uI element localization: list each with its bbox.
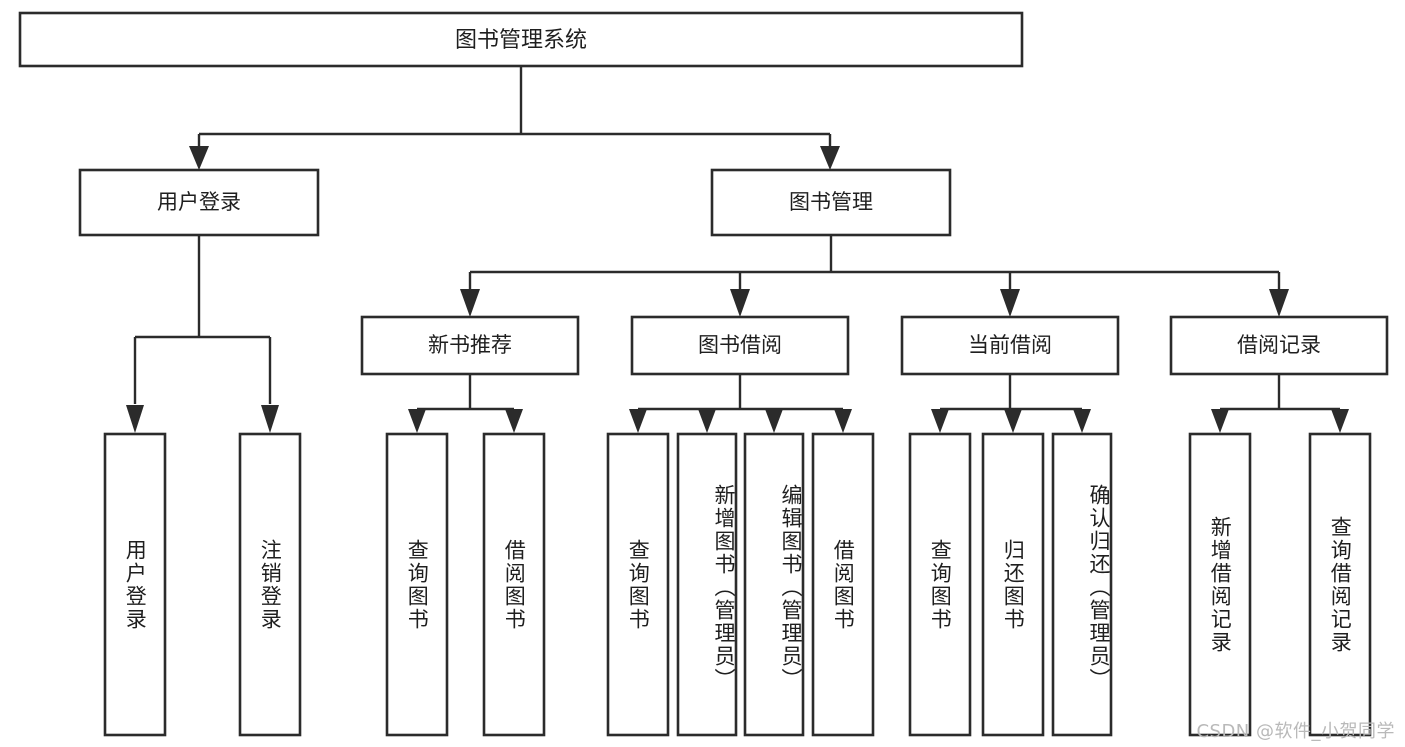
arrowhead-leaf-query-book-3 <box>931 409 949 433</box>
node-borrow-record[interactable]: 借阅记录 <box>1169 315 1389 376</box>
node-new-book-recommend[interactable]: 新书推荐 <box>360 315 580 376</box>
arrowhead-leaf-user-login <box>126 405 144 433</box>
leaf-box-edit-book[interactable] <box>743 432 805 737</box>
node-book-management-box[interactable] <box>710 168 952 237</box>
arrowhead-leaf-borrow-book-2 <box>834 409 852 433</box>
leaf-box-confirm-return[interactable] <box>1051 432 1113 737</box>
arrowhead-current-borrow <box>1000 289 1020 317</box>
arrowhead-leaf-logout <box>261 405 279 433</box>
leaf-box-return-book[interactable] <box>981 432 1045 737</box>
arrowhead-leaf-add-book <box>698 409 716 433</box>
node-new-book-recommend-label: 新书推荐 <box>428 333 512 357</box>
leaf-box-query-book-3[interactable] <box>908 432 972 737</box>
node-user-login-label: 用户登录 <box>157 190 241 214</box>
node-book-borrow-box[interactable] <box>630 315 850 376</box>
node-root[interactable]: 图书管理系统 <box>18 11 1024 68</box>
node-book-borrow[interactable]: 图书借阅 <box>630 315 850 376</box>
leaf-box-user-login[interactable] <box>103 432 167 737</box>
node-user-login-box[interactable] <box>78 168 320 237</box>
watermark-text: CSDN @软件_小贺同学 <box>1196 721 1395 742</box>
arrowhead-leaf-query-record <box>1331 409 1349 433</box>
leaf-box-logout[interactable] <box>238 432 302 737</box>
node-book-management-label: 图书管理 <box>789 190 873 214</box>
node-root-label: 图书管理系统 <box>455 28 587 53</box>
arrowhead-leaf-edit-book <box>765 409 783 433</box>
arrowhead-leaf-return-book <box>1004 409 1022 433</box>
leaf-box-add-record[interactable] <box>1188 432 1252 737</box>
node-current-borrow-box[interactable] <box>900 315 1120 376</box>
node-new-book-recommend-box[interactable] <box>360 315 580 376</box>
leaf-box-query-book-1[interactable] <box>385 432 449 737</box>
node-book-borrow-label: 图书借阅 <box>698 333 782 357</box>
node-current-borrow[interactable]: 当前借阅 <box>900 315 1120 376</box>
arrowhead-leaf-confirm-return <box>1073 409 1091 433</box>
leaf-layer <box>103 432 1372 737</box>
leaf-box-borrow-book-2[interactable] <box>811 432 875 737</box>
arrowhead-book-mgmt <box>820 146 840 170</box>
node-borrow-record-box[interactable] <box>1169 315 1389 376</box>
node-current-borrow-label: 当前借阅 <box>968 333 1052 357</box>
leaf-box-add-book[interactable] <box>676 432 738 737</box>
leaf-box-query-book-2[interactable] <box>606 432 670 737</box>
arrowhead-leaf-query-book-1 <box>408 409 426 433</box>
arrowhead-leaf-query-book-2 <box>629 409 647 433</box>
connector-layer <box>126 66 1349 433</box>
arrowhead-leaf-add-record <box>1211 409 1229 433</box>
arrowhead-borrow-record <box>1269 289 1289 317</box>
arrowhead-user-login <box>189 146 209 170</box>
arrowhead-book-borrow <box>730 289 750 317</box>
leaf-box-borrow-book-1[interactable] <box>482 432 546 737</box>
node-root-box[interactable] <box>18 11 1024 68</box>
arrowhead-leaf-borrow-book-1 <box>505 409 523 433</box>
leaf-box-query-record[interactable] <box>1308 432 1372 737</box>
arrowhead-new-book-rec <box>460 289 480 317</box>
node-borrow-record-label: 借阅记录 <box>1237 333 1321 357</box>
node-user-login[interactable]: 用户登录 <box>78 168 320 237</box>
node-book-management[interactable]: 图书管理 <box>710 168 952 237</box>
